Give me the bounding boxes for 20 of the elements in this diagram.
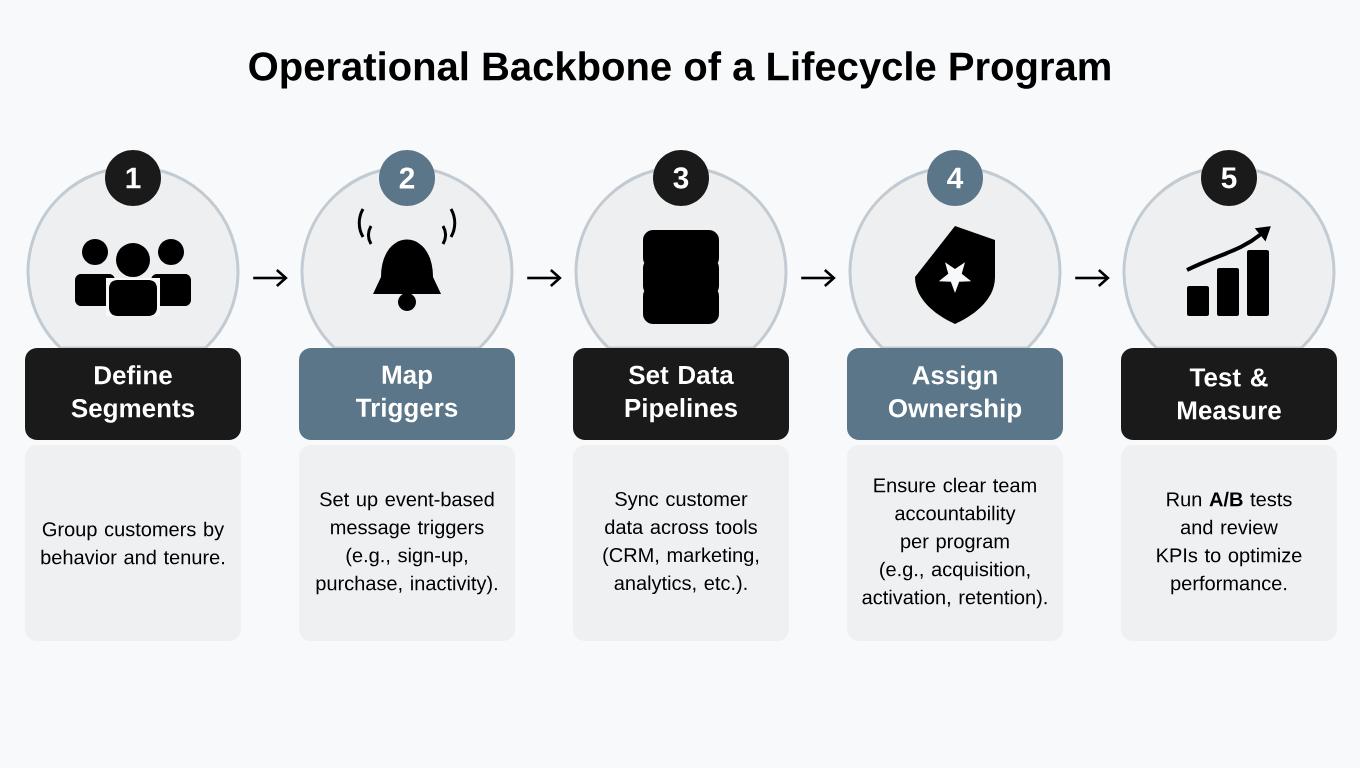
description-box: Ensure clear team accountability per program (e.g., acquisition, activation, retention).	[847, 445, 1063, 641]
number-badge: 2	[379, 150, 435, 206]
step-header: Define Segments	[25, 348, 241, 440]
title: Operational Backbone of a Lifecycle Program	[249, 51, 1110, 89]
description-box: Set up event-based message triggers (e.g., sign-up, purchase, inactivity).	[299, 445, 515, 641]
number-badge: 3	[653, 150, 709, 206]
step-header: Test & Measure	[1121, 348, 1337, 440]
arrow	[1075, 269, 1110, 287]
step-header: Set Data Pipelines	[573, 348, 789, 440]
number-badge: 1	[105, 150, 161, 206]
description-box: Sync customer data across tools (CRM, marketing, analytics, etc.).	[573, 445, 789, 641]
number-badge: 4	[927, 150, 983, 206]
arrow	[527, 269, 562, 287]
description-box: Group customers by behavior and tenure.	[25, 445, 241, 641]
description-box: Run A/B tests and review KPIs to optimize performance.	[1121, 445, 1337, 641]
arrow	[253, 269, 288, 287]
step-header: Assign Ownership	[847, 348, 1063, 440]
step-header: Map Triggers	[299, 348, 515, 440]
arrow	[801, 269, 836, 287]
number-badge: 5	[1201, 150, 1257, 206]
